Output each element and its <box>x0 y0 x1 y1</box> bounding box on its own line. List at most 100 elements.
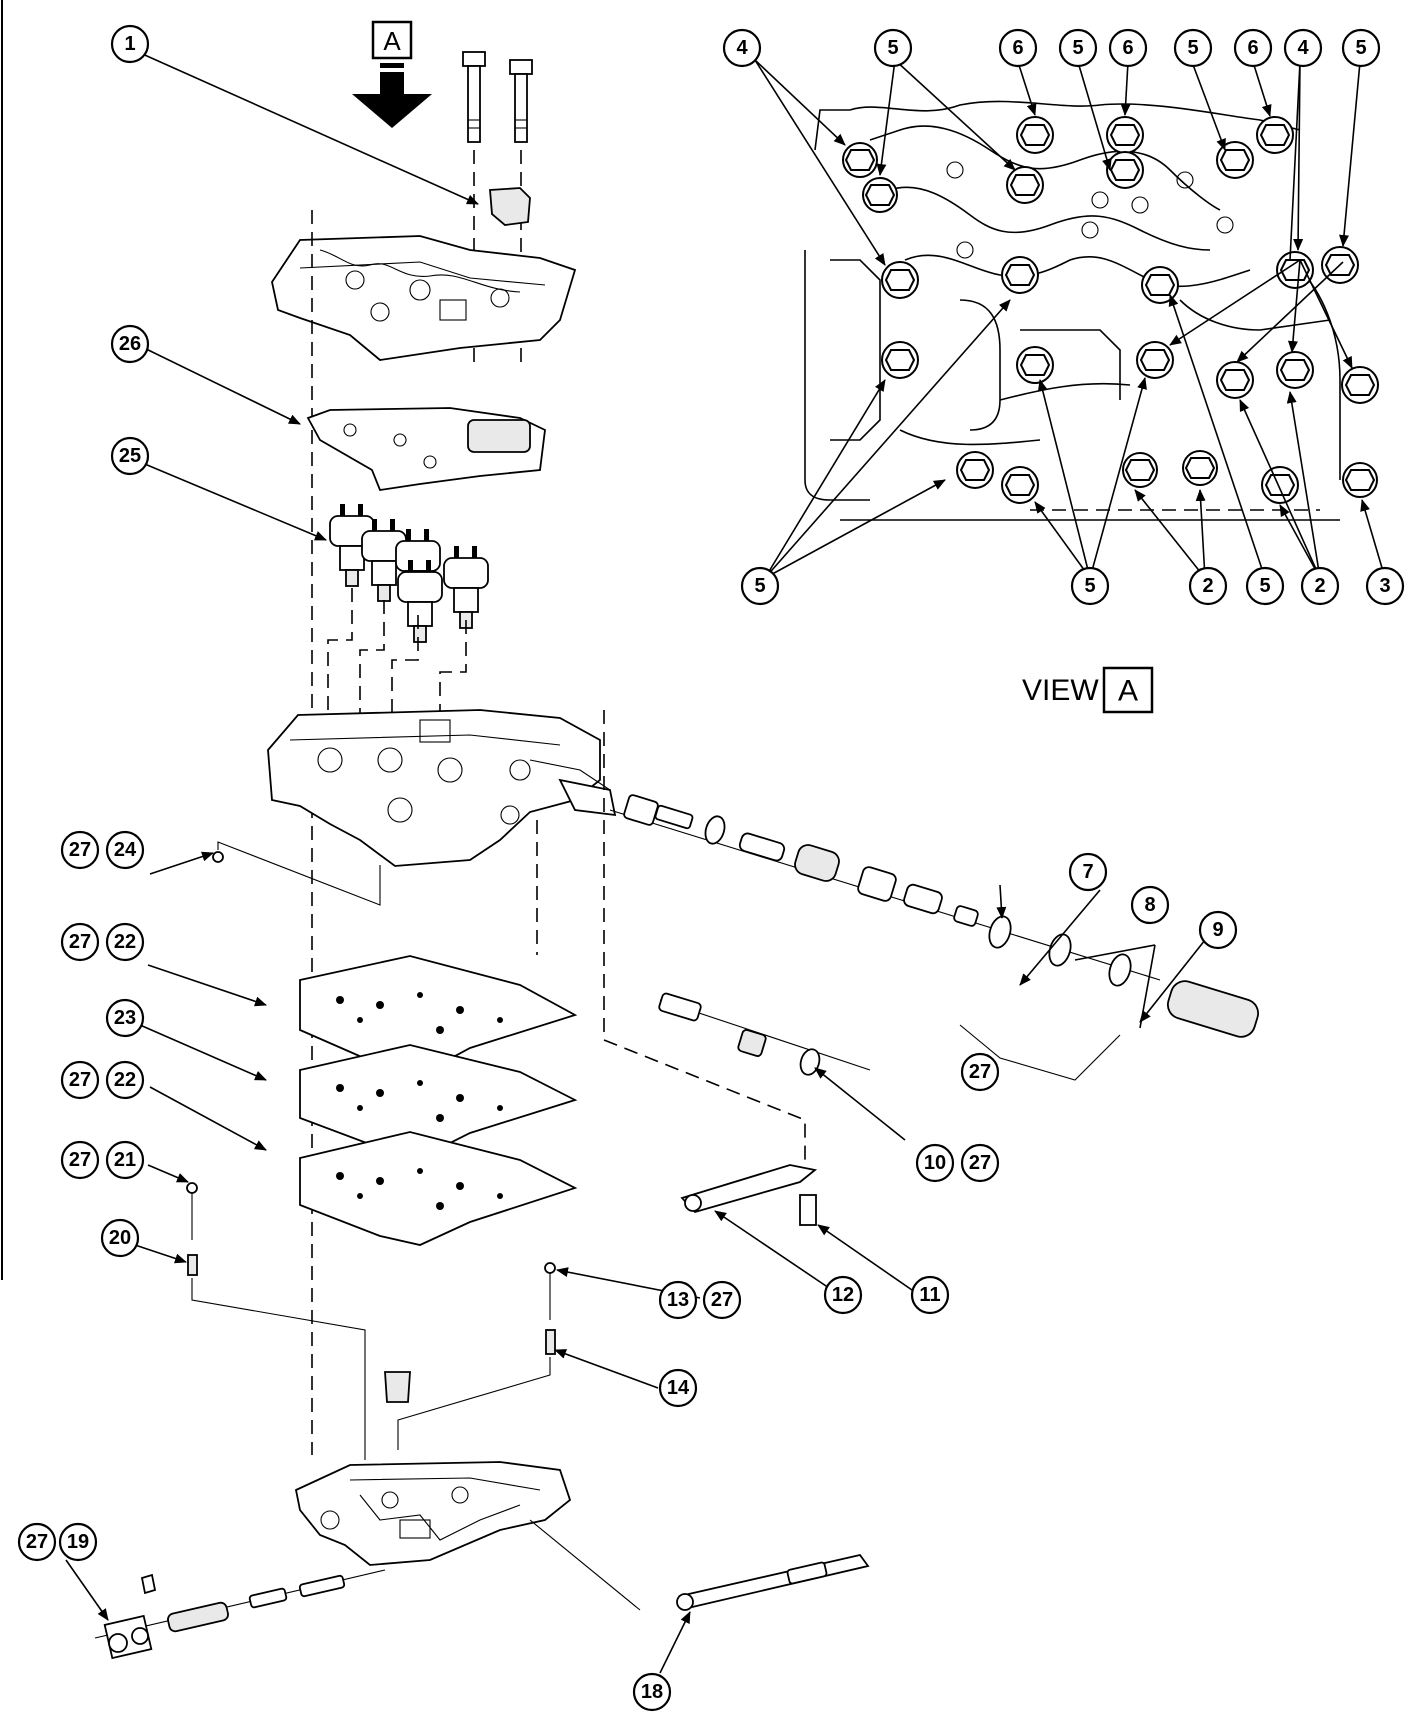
part-callout: 22 <box>105 922 145 962</box>
svg-text:6: 6 <box>1122 37 1133 59</box>
part-callout: 19 <box>58 1522 98 1562</box>
part-callout: 14 <box>658 1368 698 1408</box>
view-callout: 6 <box>1108 28 1148 68</box>
svg-text:13: 13 <box>667 1289 689 1311</box>
view-callout: 5 <box>1341 28 1381 68</box>
svg-text:5: 5 <box>1355 37 1366 59</box>
view-callout: 5 <box>1245 566 1285 606</box>
lever-arm <box>680 1164 818 1226</box>
view-callout: 2 <box>1300 566 1340 606</box>
svg-text:22: 22 <box>114 1069 136 1091</box>
part-callout: 23 <box>105 998 145 1038</box>
lower-valve-body <box>294 1461 641 1611</box>
part-callout: 27 <box>60 1060 100 1100</box>
solenoids <box>329 504 489 643</box>
view-a-detail: 4 5 6 5 6 5 6 4 5 5 5 2 5 2 3 VIEW A <box>722 28 1405 714</box>
spring-and-ball-right <box>397 1262 556 1450</box>
secondary-spool <box>536 820 871 1076</box>
svg-text:27: 27 <box>69 1069 91 1091</box>
view-callout: 6 <box>998 28 1038 68</box>
svg-text:5: 5 <box>887 37 898 59</box>
svg-text:5: 5 <box>1259 575 1270 597</box>
svg-text:5: 5 <box>1072 37 1083 59</box>
solenoid-cover-plate <box>306 407 546 491</box>
svg-text:2: 2 <box>1202 575 1213 597</box>
view-direction-arrow: A <box>352 20 432 128</box>
svg-text:6: 6 <box>1247 37 1258 59</box>
svg-text:12: 12 <box>832 1284 854 1306</box>
svg-text:1: 1 <box>124 33 135 55</box>
part-callout: 11 <box>910 1275 950 1315</box>
view-callout: 5 <box>1173 28 1213 68</box>
svg-text:25: 25 <box>119 445 141 467</box>
view-leader-lines <box>754 59 1386 579</box>
view-callout: 5 <box>873 28 913 68</box>
bolt-heads <box>842 116 1379 504</box>
sleeve <box>384 1371 411 1403</box>
svg-text:27: 27 <box>69 839 91 861</box>
part-callout: 27 <box>702 1280 742 1320</box>
svg-text:27: 27 <box>69 931 91 953</box>
svg-text:22: 22 <box>114 931 136 953</box>
part-callout: 10 <box>915 1143 955 1183</box>
svg-text:6: 6 <box>1012 37 1023 59</box>
view-callout: 5 <box>1070 566 1110 606</box>
view-callout: 6 <box>1233 28 1273 68</box>
mid-valve-body <box>267 709 617 1040</box>
svg-text:9: 9 <box>1212 919 1223 941</box>
part-callout: 20 <box>100 1218 140 1258</box>
svg-text:26: 26 <box>119 333 141 355</box>
svg-text:A: A <box>383 26 401 56</box>
svg-text:5: 5 <box>1084 575 1095 597</box>
part-callout: 27 <box>60 830 100 870</box>
svg-text:18: 18 <box>641 1681 663 1703</box>
view-callout: 4 <box>1283 28 1323 68</box>
part-callout: 27 <box>60 1140 100 1180</box>
svg-text:27: 27 <box>69 1149 91 1171</box>
view-caption-word: VIEW <box>1022 674 1099 707</box>
svg-text:20: 20 <box>109 1227 131 1249</box>
spring-and-ball <box>186 1182 366 1460</box>
svg-text:23: 23 <box>114 1007 136 1029</box>
view-callout: 5 <box>740 566 780 606</box>
svg-text:2: 2 <box>1314 575 1325 597</box>
gaskets <box>299 955 578 1246</box>
upper-valve-body <box>271 210 577 1455</box>
svg-text:11: 11 <box>919 1284 940 1306</box>
part-callout: 27 <box>960 1143 1000 1183</box>
part-callout: 9 <box>1198 910 1238 950</box>
lower-spool <box>94 1569 386 1660</box>
manual-shaft <box>676 1553 870 1611</box>
check-ball <box>212 851 224 863</box>
svg-text:27: 27 <box>711 1289 733 1311</box>
view-callout: 4 <box>722 28 762 68</box>
svg-text:4: 4 <box>1297 37 1309 59</box>
part-callout: 26 <box>110 324 150 364</box>
part-callout: 1 <box>110 24 150 64</box>
part-callout: 25 <box>110 436 150 476</box>
svg-text:5: 5 <box>754 575 765 597</box>
view-caption-box <box>1102 666 1154 714</box>
part-callout: 8 <box>1130 885 1170 925</box>
part-callout: 27 <box>960 1052 1000 1092</box>
part-callout: 22 <box>105 1060 145 1100</box>
svg-text:3: 3 <box>1379 575 1390 597</box>
view-callout: 5 <box>1058 28 1098 68</box>
svg-text:21: 21 <box>114 1149 136 1171</box>
view-callout: 3 <box>1365 566 1405 606</box>
svg-text:19: 19 <box>67 1531 89 1553</box>
svg-text:10: 10 <box>924 1152 946 1174</box>
part-callout: 12 <box>823 1275 863 1315</box>
part-callout: 18 <box>632 1672 672 1712</box>
part-callout: 27 <box>60 922 100 962</box>
svg-text:27: 27 <box>26 1531 48 1553</box>
part-callout: 27 <box>17 1522 57 1562</box>
svg-text:4: 4 <box>736 37 748 59</box>
part-callout: 7 <box>1068 852 1108 892</box>
exploded-view: A <box>17 20 1260 1712</box>
svg-text:14: 14 <box>667 1377 690 1399</box>
exploded-leader-lines <box>65 51 1206 1674</box>
part-callout: 24 <box>105 830 145 870</box>
view-caption-letter: A <box>1118 675 1138 708</box>
